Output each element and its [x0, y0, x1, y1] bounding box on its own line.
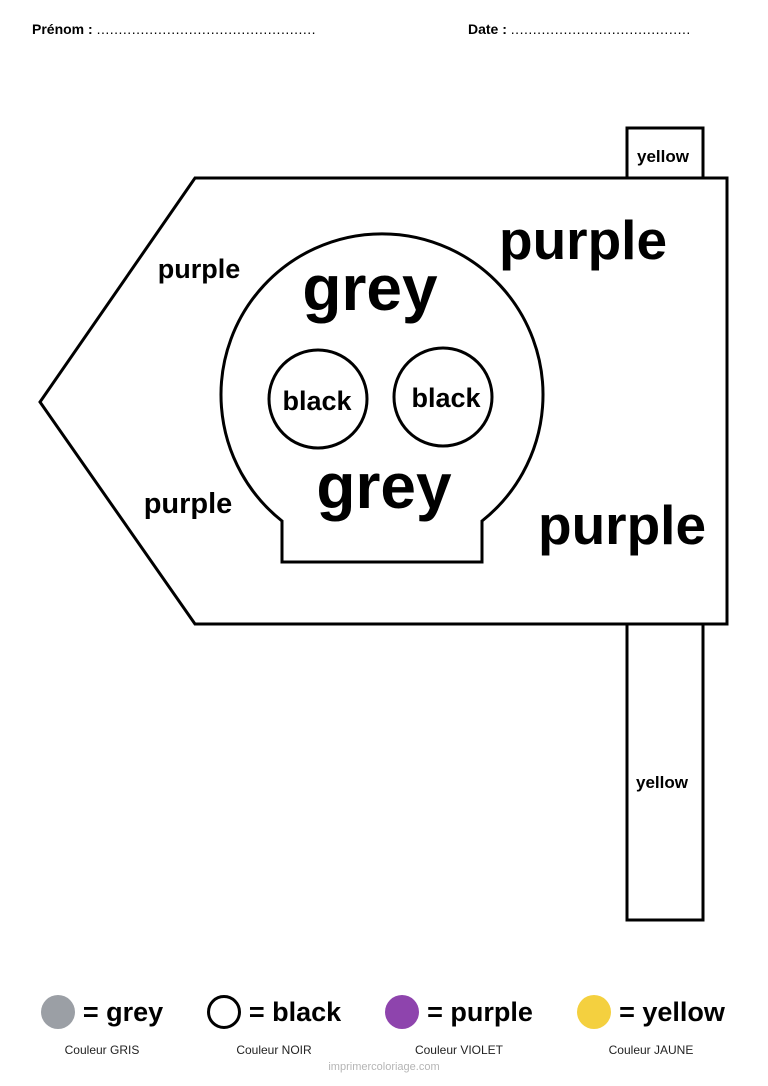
legend-item-grey: = grey Couleur GRIS — [12, 990, 192, 1057]
date-dots: ........................................… — [510, 21, 691, 37]
black-swatch-icon — [206, 995, 241, 1029]
legend-item-purple: = purple Couleur VIOLET — [369, 990, 549, 1057]
name-label: Prénom : — [32, 21, 93, 37]
legend-label-yellow: = yellow — [619, 996, 725, 1027]
name-field: Prénom : ...............................… — [32, 21, 316, 37]
label-eye-right: black — [411, 383, 481, 413]
legend-label-grey: = grey — [82, 996, 164, 1027]
label-sign-upper-right: purple — [499, 209, 667, 271]
purple-swatch-icon — [385, 995, 420, 1029]
post-bottom-region — [625, 622, 705, 922]
legend-caption-yellow: Couleur JAUNE — [608, 1043, 694, 1057]
label-sign-lower-left: purple — [144, 488, 233, 520]
skull-region — [219, 232, 545, 564]
legend-caption-black: Couleur NOIR — [236, 1043, 312, 1057]
date-label: Date : — [468, 21, 507, 37]
legend-item-black: = black Couleur NOIR — [184, 990, 364, 1057]
eye-right-region — [392, 346, 494, 448]
label-sign-lower-right: purple — [538, 494, 706, 556]
legend-caption-purple: Couleur VIOLET — [414, 1043, 504, 1057]
legend-label-black: = black — [248, 996, 342, 1027]
name-dots: ........................................… — [96, 21, 317, 37]
label-sign-upper-left: purple — [158, 254, 241, 284]
post-top-region — [625, 126, 705, 180]
legend-caption-grey: Couleur GRIS — [64, 1043, 140, 1057]
date-field: Date : .................................… — [468, 21, 691, 37]
footer-site: imprimercoloriage.com — [328, 1061, 440, 1073]
label-skull-top: grey — [302, 252, 438, 324]
label-eye-left: black — [282, 386, 352, 416]
legend-label-purple: = purple — [427, 996, 533, 1027]
label-post-bottom: yellow — [636, 773, 689, 792]
label-skull-bottom: grey — [316, 450, 452, 522]
yellow-swatch-icon — [577, 995, 612, 1029]
grey-swatch-icon — [40, 995, 75, 1029]
label-post-top: yellow — [637, 147, 690, 166]
legend-item-yellow: = yellow Couleur JAUNE — [561, 990, 741, 1057]
eye-left-region — [267, 348, 369, 450]
